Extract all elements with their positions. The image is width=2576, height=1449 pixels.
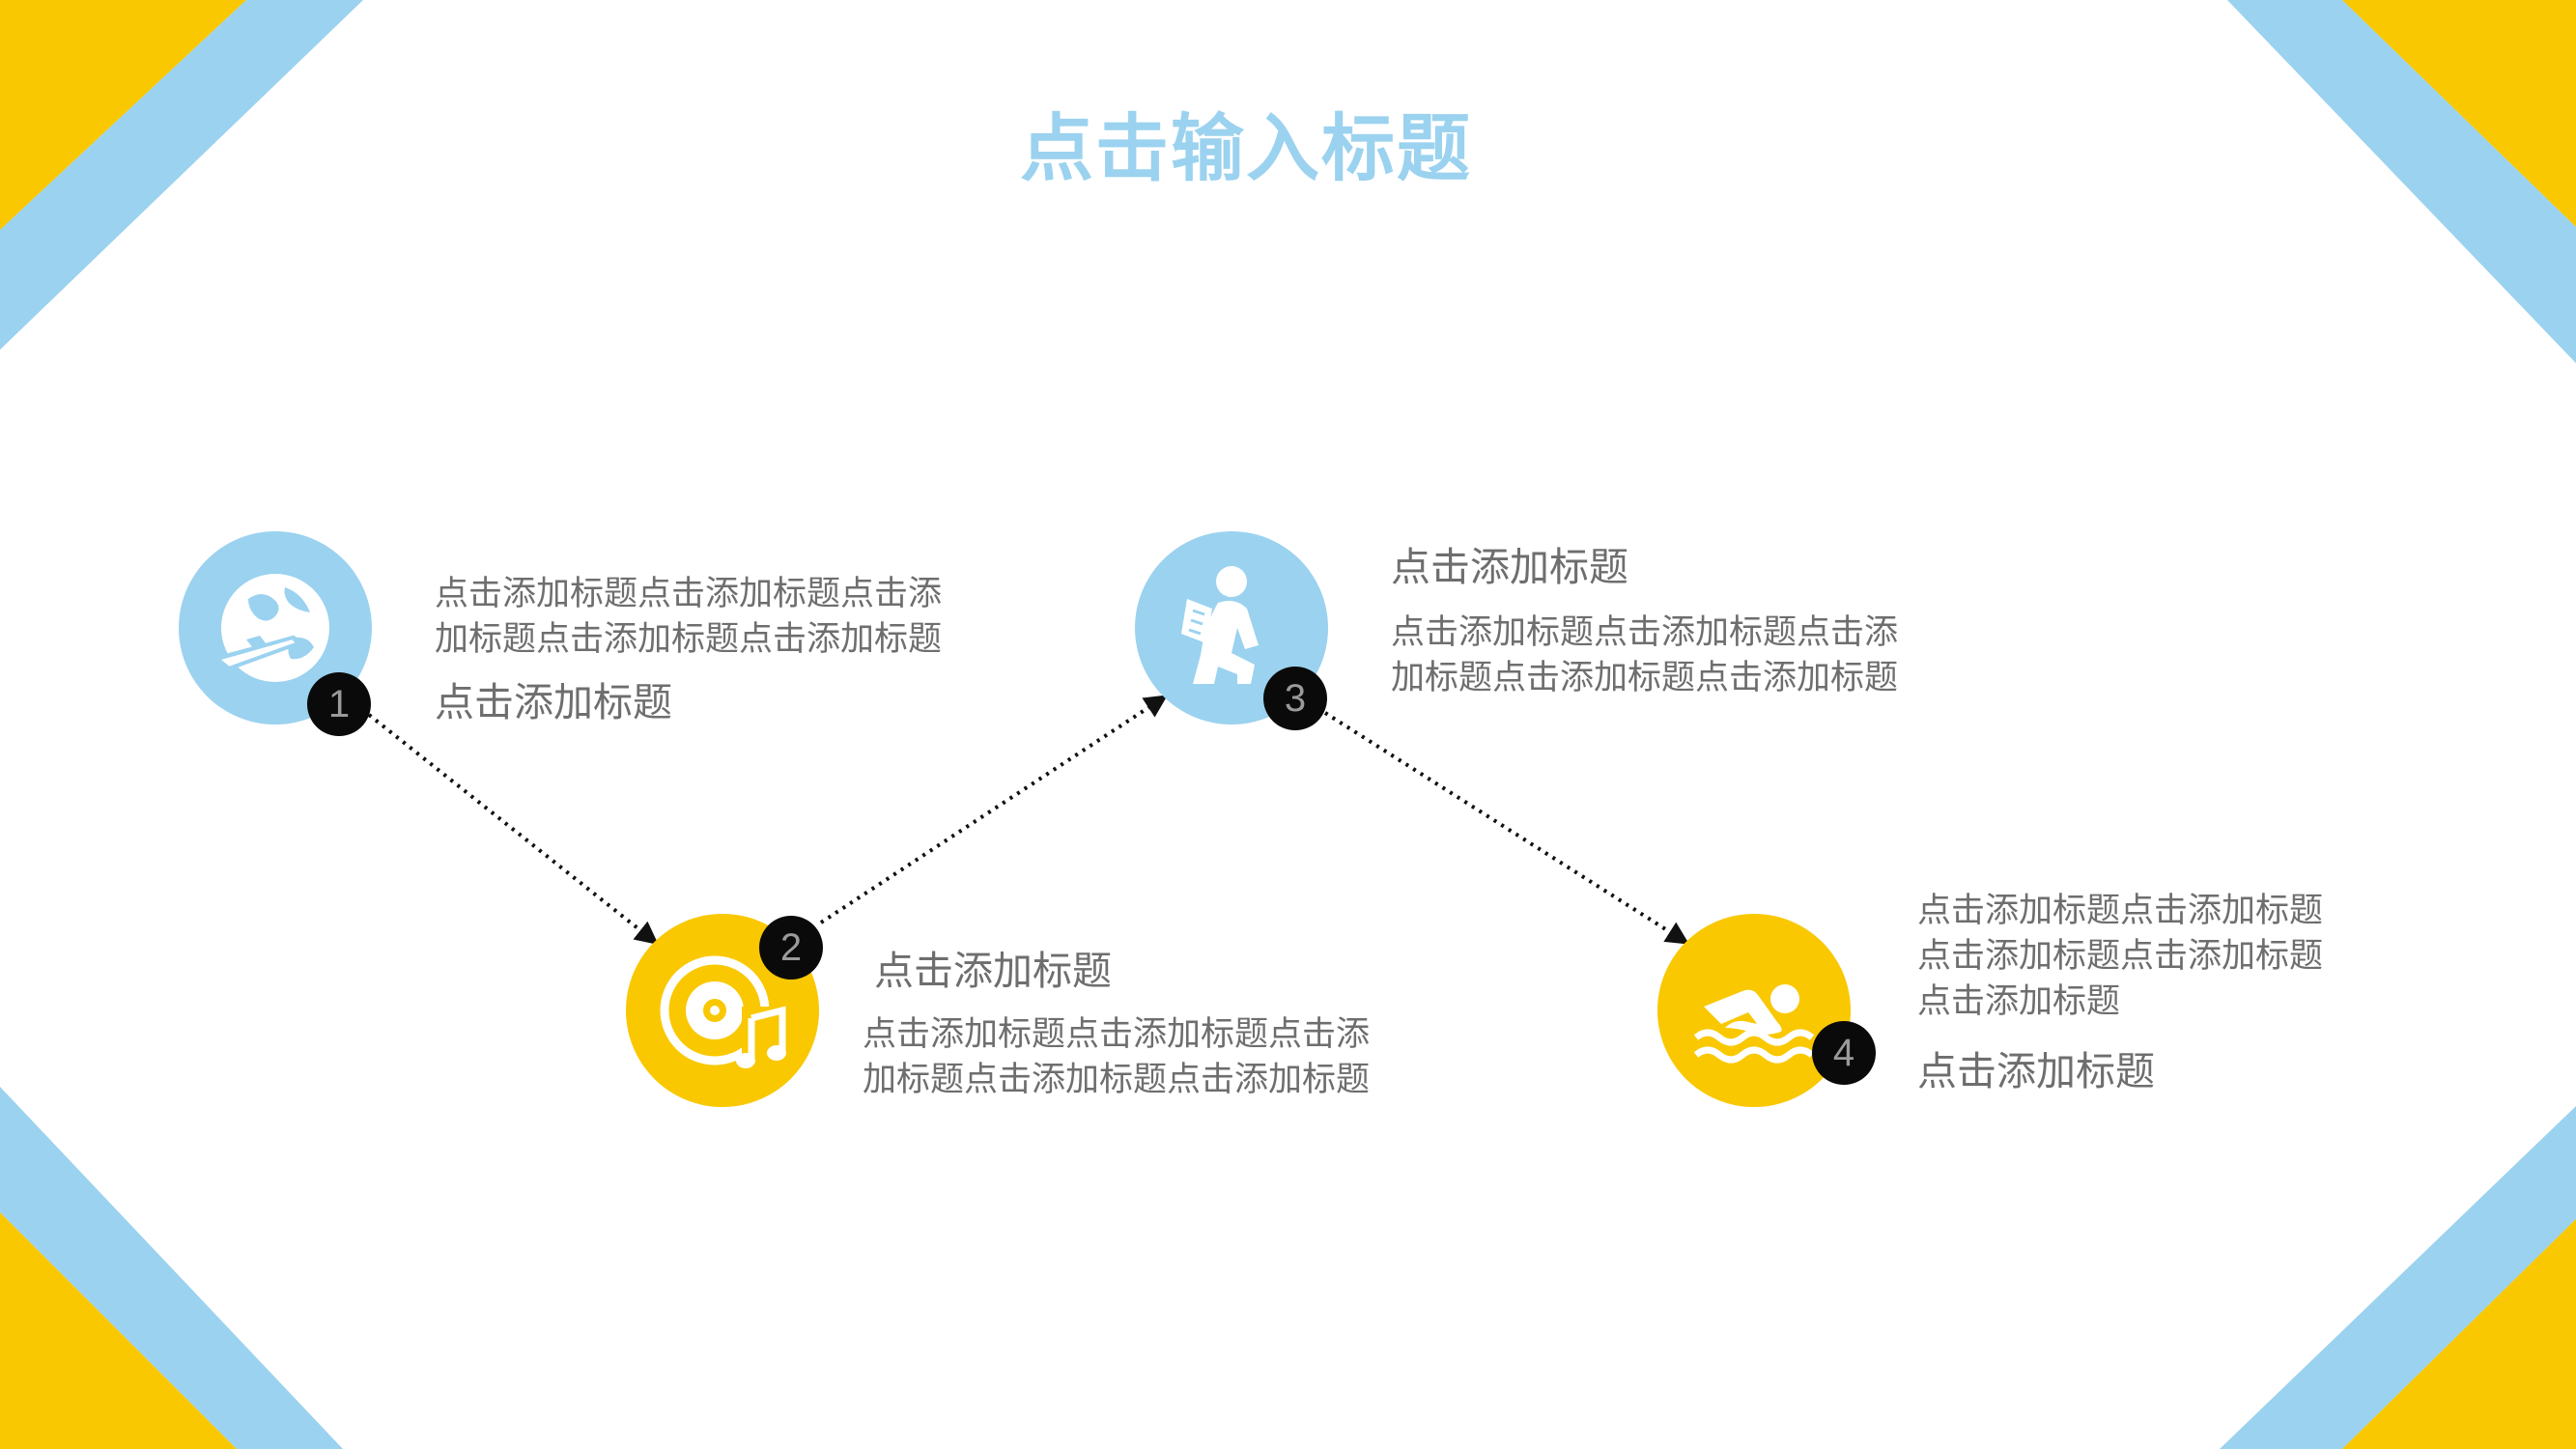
step-3-number-badge: 3 (1263, 667, 1327, 730)
step-2-heading[interactable]: 点击添加标题 (874, 948, 1112, 994)
step-3-body-line: 加标题点击添加标题点击添加标题 (1391, 659, 1899, 697)
step-4-body-line: 点击添加标题点击添加标题 (1917, 892, 2324, 930)
bottom-right-blue-stripe (2220, 1106, 2576, 1449)
step-2-number-badge: 2 (759, 916, 823, 980)
bottom-right-yellow-triangle (2342, 1219, 2576, 1449)
reading-person-icon (1181, 566, 1259, 684)
step-1-body-line: 点击添加标题点击添加标题点击添 (435, 575, 943, 613)
step-2-body-line: 点击添加标题点击添加标题点击添 (863, 1015, 1371, 1054)
step-3-heading[interactable]: 点击添加标题 (1391, 544, 1628, 590)
connector-2-3 (819, 695, 1169, 924)
bottom-left-blue-stripe (0, 1087, 343, 1449)
globe-plane-icon (212, 574, 329, 682)
top-right-blue-stripe (2227, 0, 2576, 363)
top-left-blue-stripe (0, 0, 363, 350)
step-1-circle[interactable] (179, 531, 372, 724)
step-1-body-line: 加标题点击添加标题点击添加标题 (435, 620, 943, 659)
step-4-body-line: 点击添加标题点击添加标题 (1917, 937, 2324, 976)
connector-3-4 (1323, 711, 1690, 945)
step-3-body[interactable]: 点击添加标题点击添加标题点击添 加标题点击添加标题点击添加标题 (1391, 611, 1898, 701)
step-4-body[interactable]: 点击添加标题点击添加标题 点击添加标题点击添加标题 点击添加标题 (1917, 889, 2323, 1025)
step-4-circle[interactable] (1657, 914, 1851, 1107)
step-2-body-line: 加标题点击添加标题点击添加标题 (863, 1061, 1371, 1099)
step-1-number-badge: 1 (307, 672, 371, 736)
bottom-left-yellow-triangle (0, 1212, 237, 1449)
step-1-body[interactable]: 点击添加标题点击添加标题点击添 加标题点击添加标题点击添加标题 (435, 572, 942, 663)
step-4-heading[interactable]: 点击添加标题 (1917, 1048, 2155, 1094)
step-2-body[interactable]: 点击添加标题点击添加标题点击添 加标题点击添加标题点击添加标题 (863, 1012, 1370, 1103)
swimmer-icon (1693, 984, 1815, 1064)
step-4-number-badge: 4 (1812, 1021, 1876, 1085)
connector-1-2 (367, 713, 659, 945)
step-3-body-line: 点击添加标题点击添加标题点击添 (1391, 613, 1899, 652)
step-4-body-line: 点击添加标题 (1917, 982, 2121, 1021)
step-1-heading[interactable]: 点击添加标题 (435, 679, 672, 725)
page-title[interactable]: 点击输入标题 (1020, 105, 1472, 191)
music-disc-icon (660, 955, 786, 1068)
